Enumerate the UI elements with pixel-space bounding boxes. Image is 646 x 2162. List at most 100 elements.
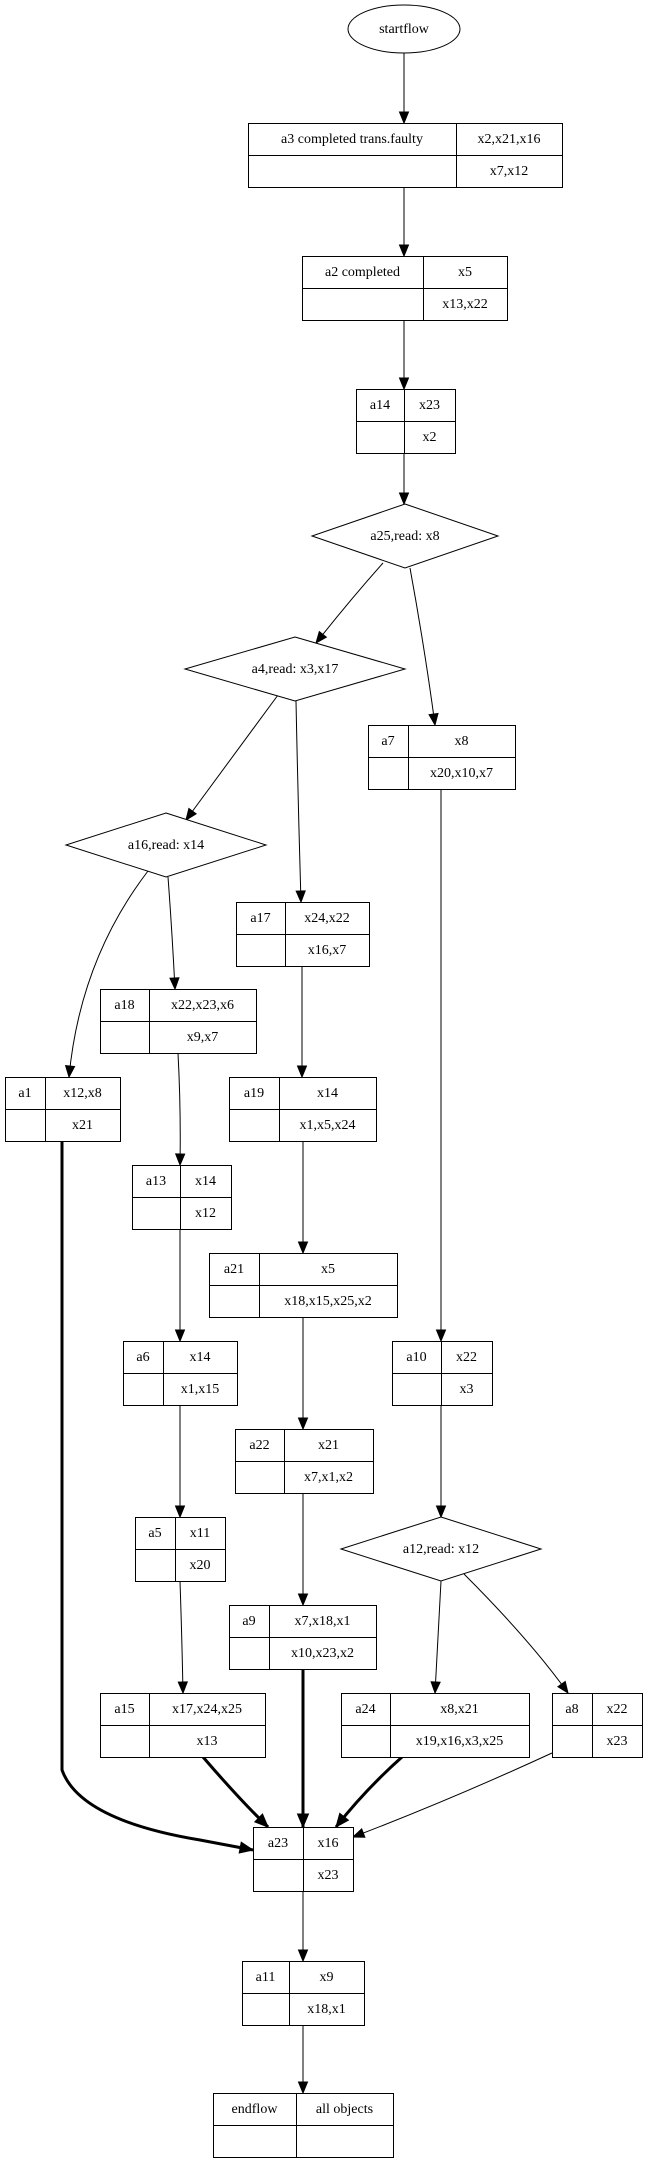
read-objects: x8,x21 <box>440 1702 479 1717</box>
read-objects: x14 <box>195 1174 216 1189</box>
arrowhead-icon <box>297 1593 309 1607</box>
activity-name: a9 <box>242 1614 255 1629</box>
node-a16[interactable]: a16,read: x14 <box>64 812 268 878</box>
write-objects: x3 <box>460 1382 474 1397</box>
edge-a11-to-endflow <box>297 2025 309 2095</box>
edge-line <box>179 1580 184 1694</box>
write-objects: x10,x23,x2 <box>291 1646 354 1661</box>
edge-a15-to-a23 <box>201 1756 270 1829</box>
node-a12[interactable]: a12,read: x12 <box>339 1516 543 1582</box>
edge-a4-to-a17 <box>295 700 306 904</box>
edge-a25-to-a4 <box>315 562 384 645</box>
edge-a1-to-a23 <box>60 1141 255 1854</box>
activity-name: a18 <box>114 998 134 1013</box>
write-objects: x21 <box>72 1118 93 1133</box>
write-objects: x18,x1 <box>307 2002 346 2017</box>
edge-a23-to-a11 <box>297 1891 309 1963</box>
decision-label: a16,read: x14 <box>128 838 204 853</box>
arrowhead-icon <box>435 1505 447 1519</box>
activity-name: a17 <box>250 911 270 926</box>
decision-diamond <box>310 503 500 569</box>
arrowhead-icon <box>297 1949 309 1963</box>
arrowhead-icon <box>398 377 410 391</box>
arrowhead-icon <box>297 1417 309 1431</box>
edge-line <box>334 1755 403 1828</box>
read-objects: all objects <box>316 2102 373 2117</box>
read-objects: x14 <box>190 1350 211 1365</box>
write-objects: x16,x7 <box>308 943 347 958</box>
start-node[interactable]: startflow <box>347 4 461 54</box>
write-objects: x9,x7 <box>187 1030 219 1045</box>
activity-name: a5 <box>148 1526 161 1541</box>
edge-a22-to-a9 <box>297 1493 309 1607</box>
edge-a24-to-a23 <box>334 1755 403 1829</box>
write-objects: x23 <box>318 1868 339 1883</box>
arrowhead-icon <box>398 244 410 258</box>
edge-a10-to-a12 <box>435 1405 447 1519</box>
edge-line <box>201 1756 270 1829</box>
arrowhead-icon <box>174 1329 186 1343</box>
edge-a14-to-a25 <box>398 453 410 506</box>
edge-line <box>295 700 302 903</box>
node-a4[interactable]: a4,read: x3,x17 <box>183 636 407 702</box>
write-objects: x7,x1,x2 <box>304 1470 353 1485</box>
edge-line <box>352 1752 553 1838</box>
edge-a12-to-a8 <box>463 1573 569 1695</box>
edge-a9-to-a23 <box>296 1669 310 1829</box>
edge-line <box>434 1580 442 1694</box>
edge-a6-to-a5 <box>174 1405 186 1519</box>
activity-name: a14 <box>370 398 390 413</box>
arrowhead-icon <box>253 1813 269 1828</box>
node-a9[interactable]: a9 x7,x18,x1 x10,x23,x2 <box>229 1605 377 1670</box>
read-objects: x2,x21,x16 <box>478 132 541 147</box>
read-objects: x12,x8 <box>63 1086 102 1101</box>
decision-label: a4,read: x3,x17 <box>252 662 339 677</box>
edge-a17-to-a19 <box>296 966 308 1079</box>
edge-a19-to-a21 <box>297 1141 309 1255</box>
edge-a5-to-a15 <box>177 1580 189 1695</box>
decision-label: a12,read: x12 <box>403 1542 479 1557</box>
edge-a4-to-a16 <box>185 694 279 822</box>
decision-diamond <box>183 636 407 702</box>
write-objects: x20,x10,x7 <box>430 766 493 781</box>
arrowhead-icon <box>398 111 410 125</box>
arrowhead-icon <box>297 1241 309 1255</box>
arrowhead-icon <box>169 977 180 991</box>
edge-a13-to-a6 <box>174 1229 186 1343</box>
edge-a2-to-a14 <box>398 320 410 391</box>
decision-label: a25,read: x8 <box>370 529 439 544</box>
arrowhead-icon <box>64 1065 76 1079</box>
edges-layer <box>60 53 569 2095</box>
decision-diamond <box>339 1516 543 1582</box>
node-a25[interactable]: a25,read: x8 <box>310 503 500 569</box>
edge-line <box>68 870 149 1078</box>
edge-a16-to-a18 <box>167 876 180 991</box>
read-objects: x7,x18,x1 <box>295 1614 351 1629</box>
activity-name: a22 <box>249 1438 269 1453</box>
decision-diamond <box>64 812 268 878</box>
start-ellipse <box>347 4 461 54</box>
arrowhead-icon <box>238 1841 255 1854</box>
edge-a21-to-a22 <box>297 1317 309 1431</box>
